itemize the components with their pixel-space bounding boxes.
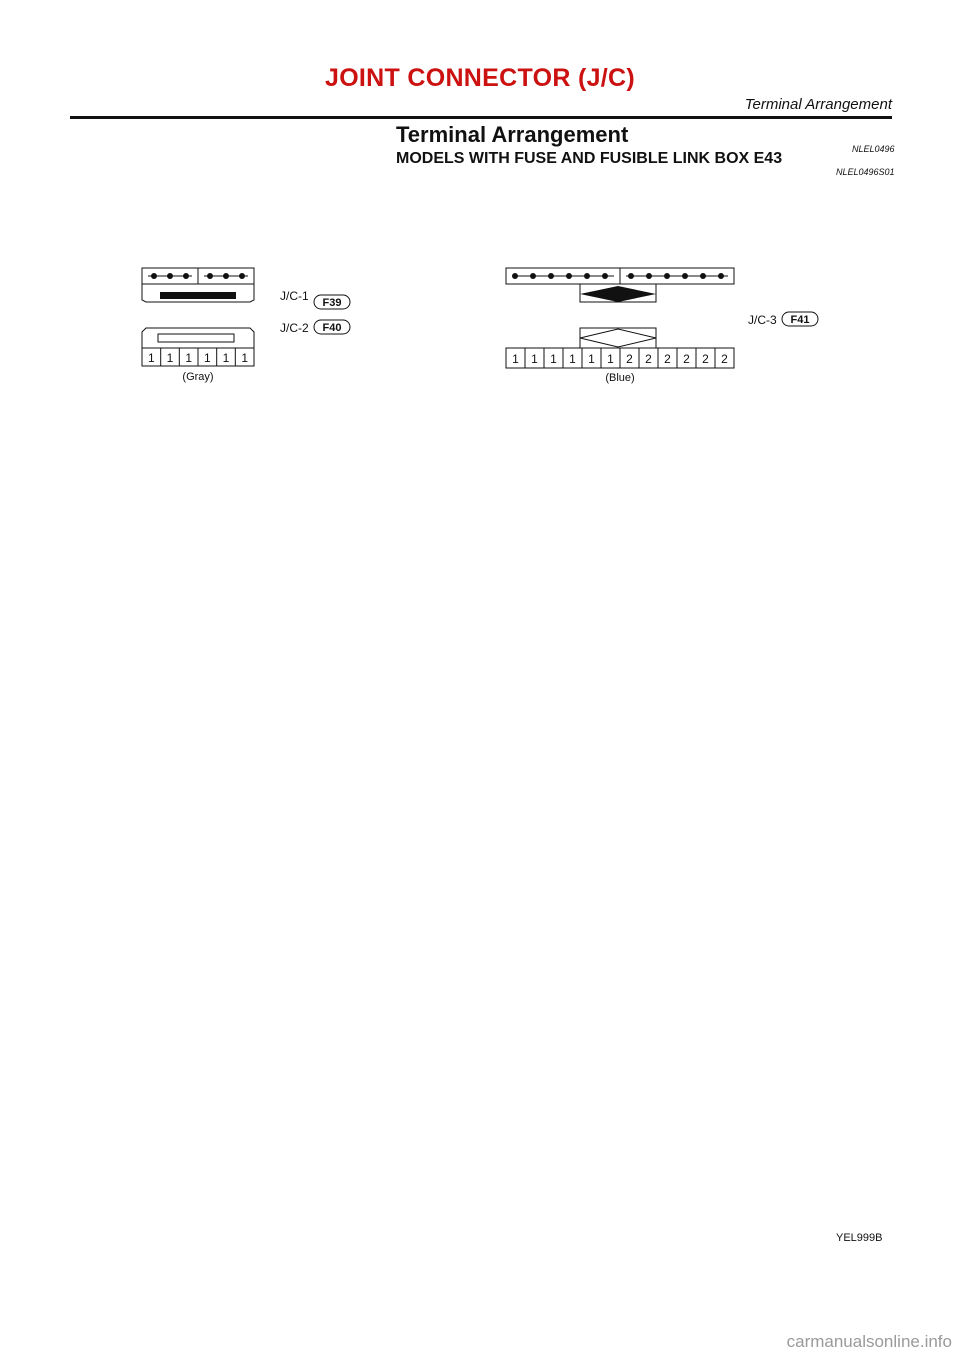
subsection-code: NLEL0496S01 bbox=[836, 167, 895, 177]
jc3-terminal: 1 bbox=[588, 352, 595, 366]
jc3-terminal: 1 bbox=[550, 352, 557, 366]
jc2-label: J/C-2 bbox=[280, 321, 309, 335]
jc1-dots bbox=[151, 273, 245, 279]
header-subtitle: Terminal Arrangement bbox=[744, 96, 892, 113]
jc3-terminal: 1 bbox=[569, 352, 576, 366]
jc1-id-badge: F39 bbox=[313, 294, 351, 310]
jc2-terminal-labels: 1 1 1 1 1 1 bbox=[148, 351, 248, 365]
jc2-id-badge: F40 bbox=[313, 319, 351, 335]
header-rule bbox=[70, 116, 892, 119]
jc2-terminal: 1 bbox=[223, 351, 230, 365]
section-title: Terminal Arrangement bbox=[396, 122, 629, 147]
jc1-id: F39 bbox=[323, 297, 342, 309]
page-title: JOINT CONNECTOR (J/C) bbox=[324, 64, 636, 92]
jc3-label: J/C-3 bbox=[748, 313, 777, 327]
jc3-terminal: 2 bbox=[664, 352, 671, 366]
jc3-terminal-labels: 1 1 1 1 1 1 2 2 2 2 2 2 bbox=[512, 352, 728, 366]
jc1-label: J/C-1 bbox=[280, 289, 309, 303]
jc2-connector bbox=[141, 327, 255, 367]
jc3-terminal: 1 bbox=[512, 352, 519, 366]
subsection-title: MODELS WITH FUSE AND FUSIBLE LINK BOX E4… bbox=[396, 150, 783, 167]
jc3-terminal: 1 bbox=[531, 352, 538, 366]
jc3-terminal: 2 bbox=[702, 352, 709, 366]
jc2-terminal: 1 bbox=[241, 351, 248, 365]
section-code: NLEL0496 bbox=[852, 144, 895, 154]
jc2-terminal: 1 bbox=[167, 351, 174, 365]
jc3-terminal: 1 bbox=[607, 352, 614, 366]
jc3-terminal: 2 bbox=[645, 352, 652, 366]
jc2-color-label: (Gray) bbox=[182, 371, 213, 383]
jc3-terminal: 2 bbox=[626, 352, 633, 366]
jc2-id: F40 bbox=[323, 322, 342, 334]
jc3-terminal: 2 bbox=[721, 352, 728, 366]
watermark: carmanualsonline.info bbox=[786, 1332, 952, 1351]
jc2-terminal: 1 bbox=[185, 351, 192, 365]
jc2-terminal: 1 bbox=[204, 351, 211, 365]
jc3-lock-filled bbox=[580, 286, 656, 302]
jc2-terminal: 1 bbox=[148, 351, 155, 365]
jc3-color-label: (Blue) bbox=[605, 372, 634, 384]
connector-diagram: 1 1 1 1 1 1 (Gray) J/C-1 F39 J/C-2 F40 bbox=[141, 267, 819, 384]
jc3-id-badge: F41 bbox=[781, 311, 819, 327]
figure-code: YEL999B bbox=[836, 1232, 883, 1244]
jc1-bus-bar bbox=[160, 292, 236, 299]
jc3-dots bbox=[512, 273, 724, 279]
jc3-id: F41 bbox=[791, 314, 810, 326]
jc3-bottom-connector bbox=[505, 327, 735, 369]
jc3-terminal: 2 bbox=[683, 352, 690, 366]
